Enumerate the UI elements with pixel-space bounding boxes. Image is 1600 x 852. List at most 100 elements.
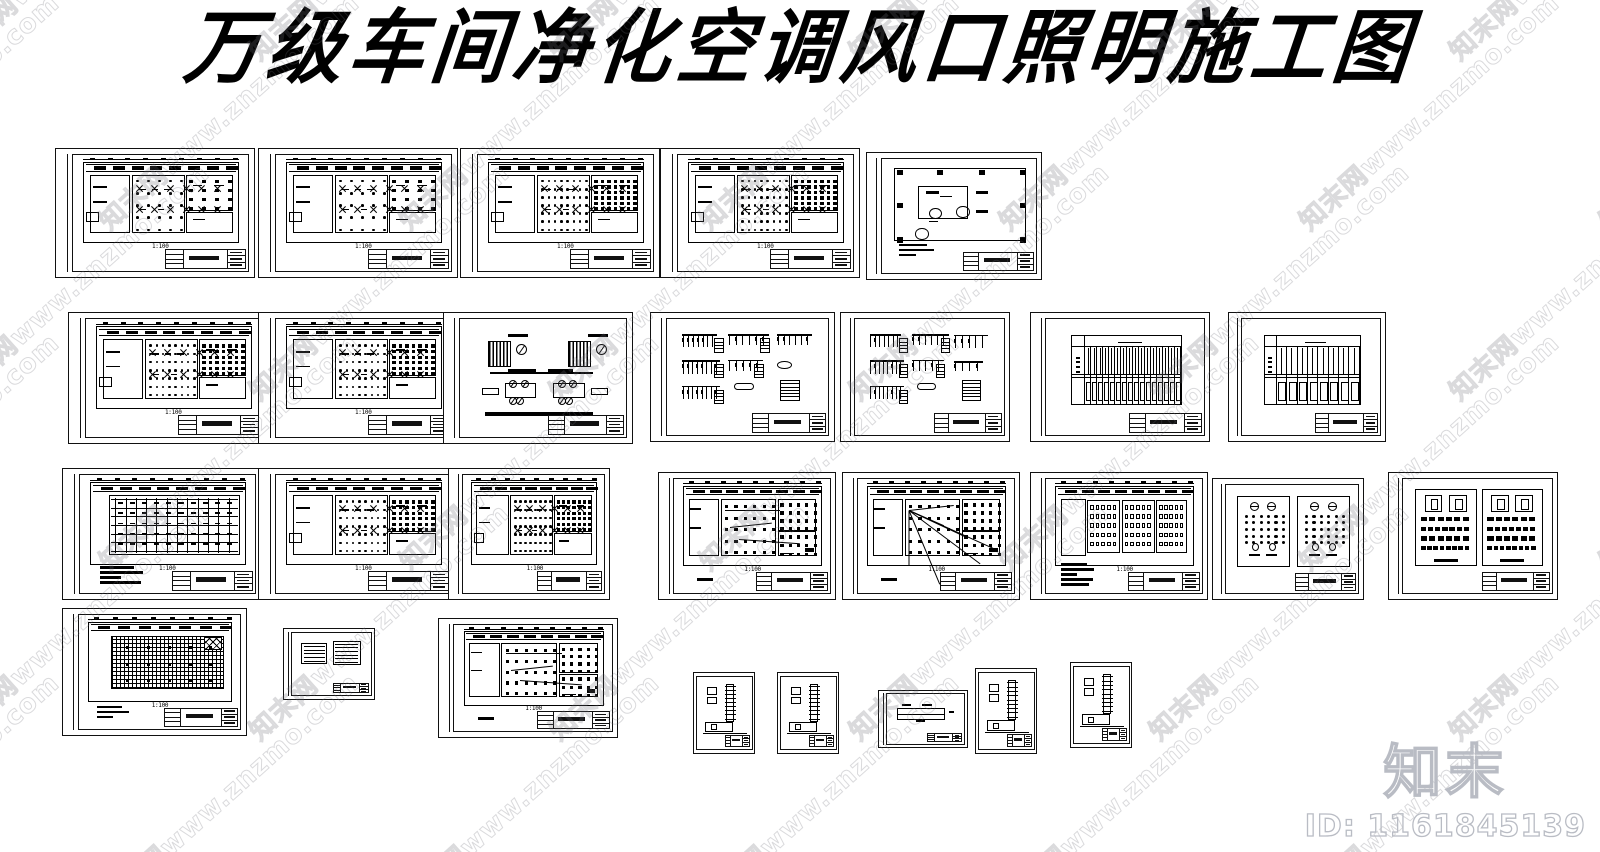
fixture-dot-grid [794, 179, 837, 211]
title-block [770, 249, 852, 269]
drawing-sheet[interactable]: 1:100 [55, 148, 255, 278]
miniature-breaker [1501, 526, 1507, 532]
drawing-sheet[interactable] [975, 668, 1037, 754]
drawing-sheet[interactable] [1228, 312, 1386, 442]
dimension-grid-line [1055, 480, 1194, 485]
drawing-sheet[interactable] [650, 312, 835, 442]
panel-ref-dot [1075, 365, 1080, 368]
duct-joint [724, 718, 736, 720]
equipment-label [587, 334, 608, 338]
equipment-box [989, 683, 999, 692]
hepa-grille [1124, 541, 1129, 547]
breaker-symbol [895, 364, 897, 369]
floor-plan: 1:100 [471, 477, 598, 572]
watermark-text: 知末网www.znzmo.com [0, 328, 66, 578]
breaker-symbol [912, 362, 914, 367]
light-fixture-symbol [338, 504, 347, 513]
drawing-sheet[interactable] [1070, 662, 1132, 748]
light-fixture-symbol [550, 525, 559, 534]
drawing-sheet[interactable]: 1:100 [842, 472, 1020, 600]
light-fixture-symbol [179, 348, 188, 357]
facade-window-band [91, 624, 232, 632]
air-grille-symbol [202, 522, 208, 525]
title-block-grid [165, 708, 181, 726]
drawing-scale-label: 1:100 [354, 565, 372, 572]
fixture-dot-grid [561, 677, 599, 697]
drawing-sheet[interactable]: 1:100 [62, 608, 247, 736]
selector-switch[interactable] [1326, 543, 1338, 557]
equipment-symbol [478, 521, 491, 524]
drawing-sheet[interactable]: 1:100 [258, 468, 458, 600]
light-fixture-symbol [400, 504, 409, 513]
equipment-symbol [561, 693, 576, 696]
drawing-sheet[interactable] [443, 312, 633, 444]
fixture-dot-grid [724, 505, 776, 555]
pushbutton-array[interactable] [1244, 514, 1286, 545]
drawing-sheet[interactable] [1030, 312, 1210, 442]
air-grille-symbol [142, 533, 148, 535]
drawing-sheet[interactable]: 1:100 [258, 312, 458, 444]
panel-ref-dot [1075, 356, 1080, 359]
drawing-sheet[interactable]: 1:100 [258, 148, 458, 278]
light-fixture-symbol [400, 204, 409, 213]
indicator-lamp[interactable] [1310, 502, 1320, 512]
structural-column [896, 237, 904, 243]
equipment-label [507, 334, 528, 338]
drawing-sheet[interactable]: 1:100 [1030, 472, 1208, 600]
drawing-sheet[interactable] [866, 152, 1042, 280]
drawing-notes [881, 578, 903, 583]
equipment-box [1084, 687, 1094, 696]
room-main-hall [904, 498, 961, 557]
hepa-grille [1179, 514, 1184, 519]
drawing-sheet[interactable] [693, 672, 755, 754]
air-grille-symbol [214, 533, 220, 535]
drawing-sheet[interactable] [777, 672, 839, 754]
title-block-grid [166, 250, 184, 268]
hepa-grille [1174, 514, 1178, 519]
light-fixture-symbol [602, 183, 611, 192]
drawing-sheet[interactable] [878, 690, 968, 748]
drawing-sheet[interactable]: 1:100 [658, 472, 836, 600]
light-fixture-symbol [416, 204, 425, 213]
light-fixture-symbol [416, 504, 425, 513]
pushbutton-array[interactable] [1305, 514, 1346, 545]
breaker-symbol [874, 364, 876, 369]
hepa-grille [1179, 532, 1184, 538]
drawing-sheet[interactable] [1212, 478, 1364, 600]
selector-switch[interactable] [1248, 543, 1260, 557]
duct-main [111, 499, 238, 501]
drawing-sheet[interactable] [1388, 472, 1558, 600]
drawing-scale-label: 1:100 [158, 565, 176, 572]
indicator-lamp[interactable] [1249, 502, 1259, 512]
breaker-symbol [742, 362, 744, 367]
selector-switch[interactable] [1265, 543, 1277, 557]
drawing-sheet[interactable] [283, 628, 375, 700]
circuit-label-table [940, 338, 951, 353]
indicator-lamp[interactable] [1327, 502, 1337, 512]
drawing-sheet[interactable]: 1:100 [438, 618, 618, 738]
breaker-symbol [883, 337, 885, 342]
sheet-frame: 1:100 [274, 154, 453, 272]
drawing-sheet[interactable]: 1:100 [448, 468, 610, 600]
fan-symbol [516, 344, 528, 356]
drawing-sheet[interactable]: 1:100 [460, 148, 660, 278]
facade-window-band [691, 164, 843, 172]
base-frame [1082, 714, 1110, 725]
breaker-symbol [975, 338, 977, 343]
equipment-symbol [361, 530, 368, 532]
title-block-name-field [815, 735, 828, 746]
indicator-lamp[interactable] [1267, 502, 1277, 512]
duct-joint [724, 694, 736, 695]
selector-switch[interactable] [1309, 543, 1321, 557]
sheet-binding-margin [1218, 483, 1222, 595]
drawing-sheet[interactable]: 1:100 [62, 468, 262, 600]
drawing-sheet[interactable] [840, 312, 1010, 442]
miniature-breaker [1439, 546, 1445, 551]
drawing-sheet[interactable]: 1:100 [660, 148, 860, 278]
drawing-sheet[interactable]: 1:100 [68, 312, 268, 444]
hepa-grille [1147, 532, 1151, 538]
room-utility [186, 212, 234, 234]
duct-main [111, 516, 238, 518]
breaker-symbol [976, 364, 978, 369]
air-grille-symbol [166, 543, 172, 546]
